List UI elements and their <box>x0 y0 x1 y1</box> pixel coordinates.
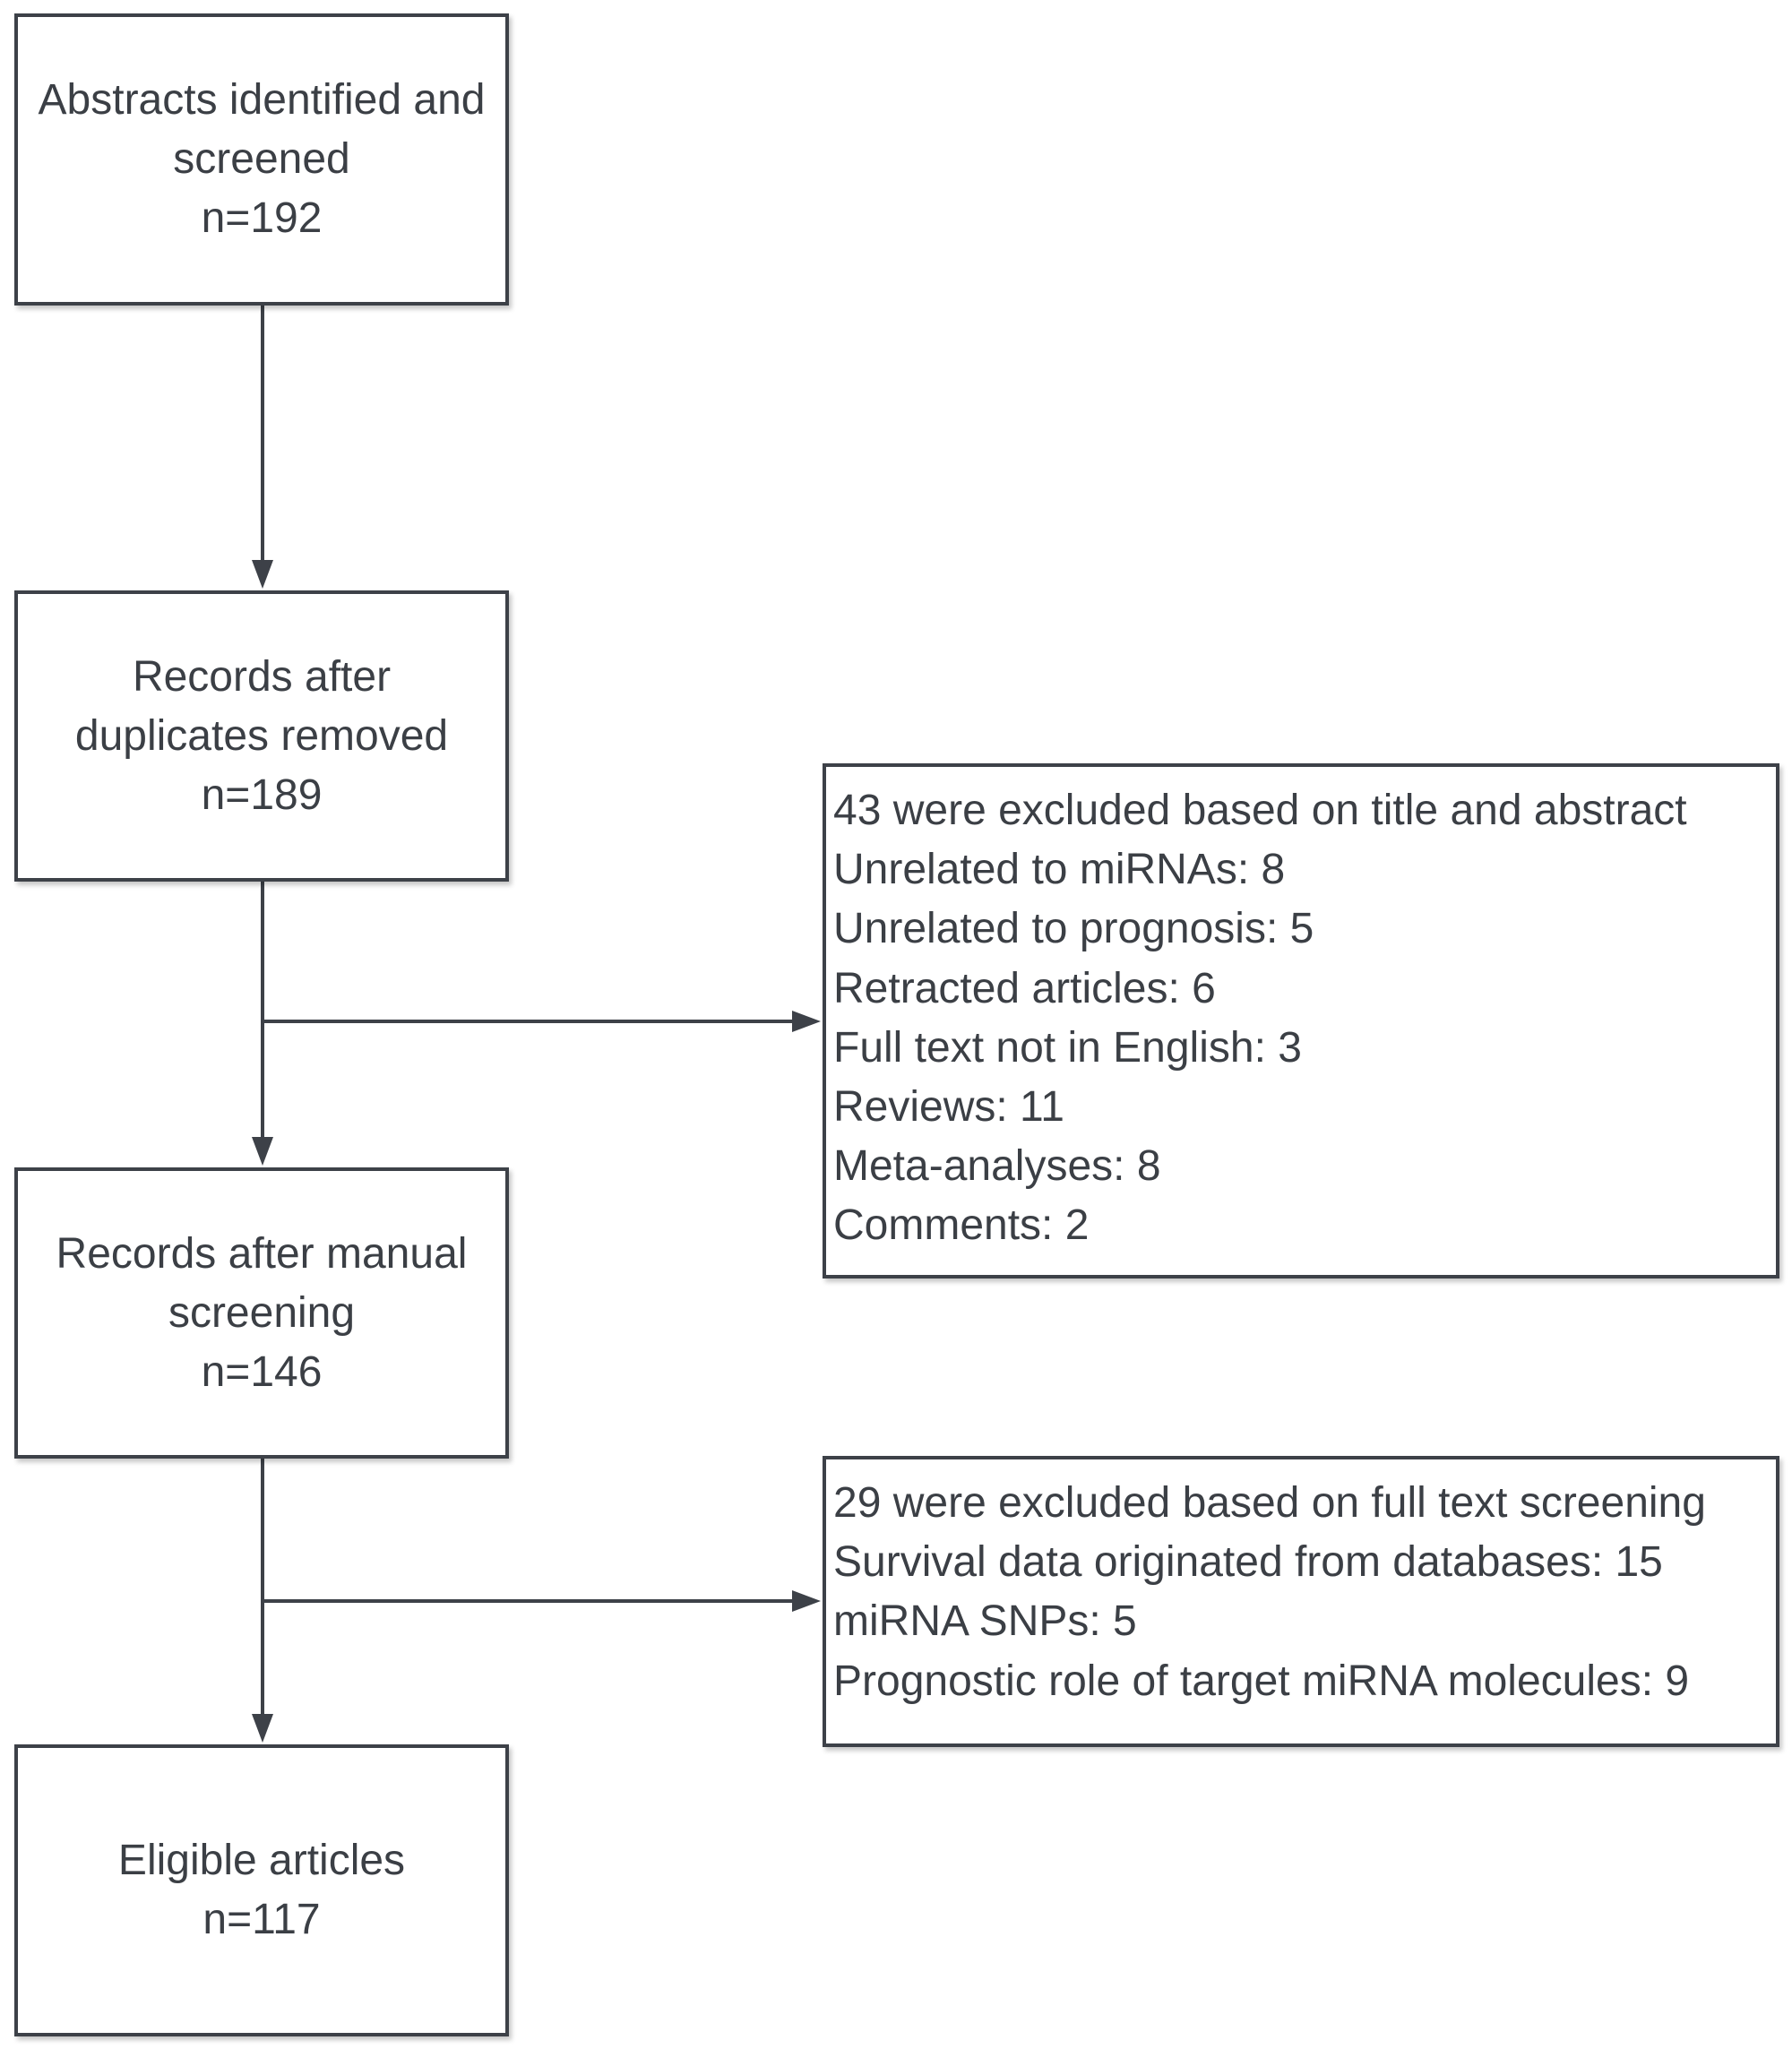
arrowhead-right <box>792 1590 821 1612</box>
exclusion-reason: Retracted articles: 6 <box>833 964 1216 1012</box>
arrowhead-down <box>252 1714 273 1743</box>
exclusion-heading: 29 were excluded based on full text scre… <box>833 1479 1706 1527</box>
exclusion-reason: miRNA SNPs: 5 <box>833 1597 1137 1646</box>
box-text-line: Abstracts identified and <box>38 76 486 124</box>
box-count: n=146 <box>201 1347 323 1396</box>
full-text-exclusion-box: 29 were excluded based on full text scre… <box>823 1456 1779 1747</box>
exclusion-heading: 43 were excluded based on title and abst… <box>833 787 1687 834</box>
box-count: n=189 <box>201 771 323 819</box>
box-count: n=192 <box>201 194 323 242</box>
exclusion-reason: Comments: 2 <box>833 1201 1090 1250</box>
box-count: n=117 <box>202 1896 321 1943</box>
box-text-line: screened <box>173 135 350 183</box>
eligible-articles-box: Eligible articles n=117 <box>14 1744 509 2036</box>
box-text-line: duplicates removed <box>74 711 449 760</box>
box-text-line: Records after <box>132 652 392 701</box>
box-text-line: screening <box>168 1288 356 1337</box>
exclusion-reason: Unrelated to miRNAs: 8 <box>833 846 1286 894</box>
duplicates-removed-box: Records after duplicates removed n=189 <box>14 590 509 882</box>
abstracts-identified-box: Abstracts identified and screened n=192 <box>14 13 509 306</box>
arrowhead-down <box>252 1137 273 1166</box>
title-abstract-exclusion-box: 43 were excluded based on title and abst… <box>823 763 1779 1278</box>
exclusion-reason: Full text not in English: 3 <box>833 1023 1302 1072</box>
box-text-line: Records after manual <box>56 1229 468 1278</box>
box-text-line: Eligible articles <box>117 1837 406 1884</box>
arrowhead-down <box>252 560 273 589</box>
exclusion-reason: Reviews: 11 <box>833 1083 1064 1132</box>
exclusion-reason: Survival data originated from databases:… <box>833 1538 1663 1587</box>
arrowhead-right <box>792 1011 821 1032</box>
exclusion-reason: Meta-analyses: 8 <box>833 1142 1161 1191</box>
exclusion-reason: Prognostic role of target miRNA molecule… <box>833 1657 1690 1705</box>
manual-screening-box: Records after manual screening n=146 <box>14 1167 509 1459</box>
exclusion-reason: Unrelated to prognosis: 5 <box>833 905 1314 953</box>
